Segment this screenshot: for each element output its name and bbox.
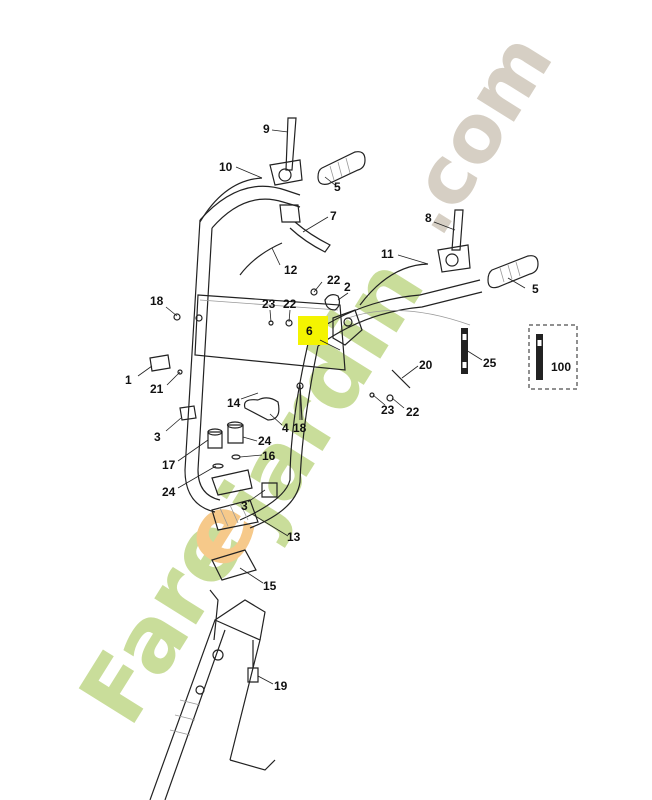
callout-23-right: 23 — [381, 403, 395, 417]
callout-100: 100 — [551, 360, 571, 374]
watermark-text-com: .com — [377, 17, 570, 250]
callout-10: 10 — [219, 160, 233, 174]
callout-19: 19 — [274, 679, 288, 693]
callout-18-left: 18 — [150, 294, 164, 308]
callout-4: 4 — [282, 421, 289, 435]
callout-6-highlighted: 6 — [306, 324, 313, 338]
callout-22-right: 22 — [406, 405, 420, 419]
part-6-bracket — [324, 294, 363, 346]
callout-9: 9 — [263, 122, 270, 136]
callout-17: 17 — [162, 458, 176, 472]
callout-25: 25 — [483, 356, 497, 370]
lever-9 — [269, 117, 303, 186]
callout-5-left: 5 — [334, 180, 341, 194]
lever-7 — [279, 204, 331, 253]
callout-8: 8 — [425, 211, 432, 225]
callout-20: 20 — [419, 358, 433, 372]
lower-frame — [149, 589, 276, 800]
leader-lines — [137, 129, 526, 685]
grip-left — [317, 151, 366, 185]
callout-1: 1 — [125, 373, 132, 387]
callout-3-left: 3 — [154, 430, 161, 444]
callout-12: 12 — [284, 263, 298, 277]
highlight-box-6 — [298, 316, 328, 345]
callout-11: 11 — [381, 247, 394, 261]
callout-3-mid: 3 — [241, 499, 248, 513]
callout-21: 21 — [150, 382, 164, 396]
grip-right — [487, 255, 539, 289]
callout-23-top: 23 — [262, 297, 276, 311]
callout-18-mid: 18 — [293, 421, 307, 435]
handlebar-right-tube — [239, 279, 483, 529]
kit-100-box — [528, 324, 578, 390]
callout-15: 15 — [263, 579, 277, 593]
callout-22-mid: 22 — [283, 297, 297, 311]
cross-plate — [194, 294, 346, 371]
watermark-text-green-2: jardin — [198, 241, 445, 550]
watermark: Fare e jardin .com — [60, 17, 571, 741]
callout-14: 14 — [227, 396, 241, 410]
lever-8 — [437, 209, 471, 273]
callout-7: 7 — [330, 209, 337, 223]
callout-24-left: 24 — [162, 485, 176, 499]
hardware — [149, 288, 411, 683]
callout-2: 2 — [344, 280, 351, 294]
callout-13: 13 — [287, 530, 301, 544]
callout-labels: 9 10 5 7 8 11 12 22 2 5 18 23 22 6 20 25… — [125, 122, 571, 693]
callout-22-top: 22 — [327, 273, 341, 287]
callout-5-right: 5 — [532, 282, 539, 296]
sticker-25 — [461, 328, 468, 374]
callout-24-right: 24 — [258, 434, 272, 448]
cables — [199, 177, 471, 326]
callout-16: 16 — [262, 449, 276, 463]
handlebar-left-tube — [184, 185, 301, 513]
